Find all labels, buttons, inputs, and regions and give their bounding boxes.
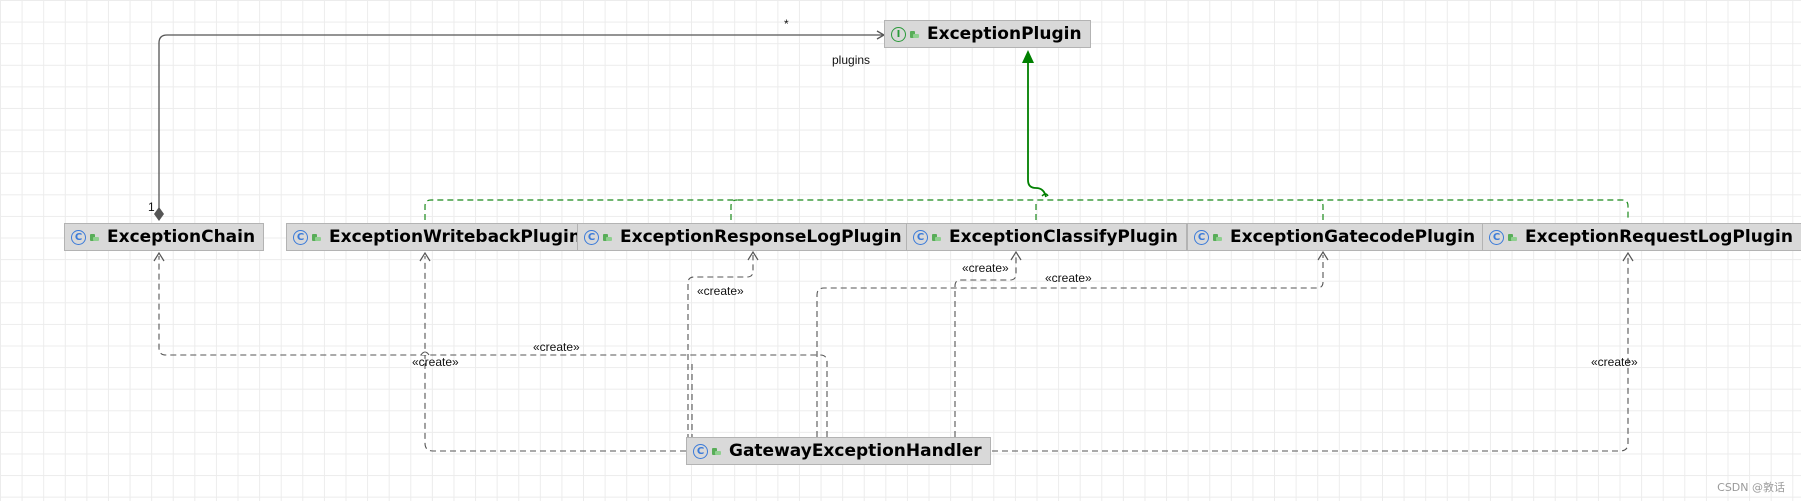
- class-icon: C: [693, 443, 708, 459]
- role-plugins-label: plugins: [832, 53, 871, 67]
- node-label: GatewayExceptionHandler: [729, 441, 982, 461]
- node-exception-writeback-plugin[interactable]: C ExceptionWritebackPlugin: [286, 223, 590, 251]
- class-icon: C: [293, 229, 308, 245]
- implements-dashed-bus[interactable]: [424, 199, 1629, 220]
- create-label-gatecode: «create»: [1045, 271, 1092, 285]
- class-icon: C: [1489, 229, 1504, 245]
- node-exception-request-log-plugin[interactable]: C ExceptionRequestLogPlugin: [1482, 223, 1801, 251]
- node-label: ExceptionChain: [107, 227, 256, 247]
- node-label: ExceptionGatecodePlugin: [1230, 227, 1476, 247]
- visibility-icon: [1213, 233, 1222, 241]
- create-label-chain: «create»: [533, 340, 580, 354]
- create-label-response-log: «create»: [697, 284, 744, 298]
- node-label: ExceptionWritebackPlugin: [329, 227, 581, 247]
- class-icon: C: [584, 229, 599, 245]
- line-hops: [420, 351, 430, 356]
- node-exception-response-log-plugin[interactable]: C ExceptionResponseLogPlugin: [577, 223, 911, 251]
- node-exception-plugin[interactable]: I ExceptionPlugin: [884, 20, 1091, 48]
- node-label: ExceptionClassifyPlugin: [949, 227, 1178, 247]
- implements-arrowhead: [1022, 50, 1034, 63]
- node-exception-chain[interactable]: C ExceptionChain: [64, 223, 265, 251]
- visibility-icon: [932, 233, 941, 241]
- visibility-icon: [603, 233, 612, 241]
- create-dependency-edges[interactable]: [158, 255, 1629, 452]
- class-icon: C: [1194, 229, 1209, 245]
- node-exception-gatecode-plugin[interactable]: C ExceptionGatecodePlugin: [1187, 223, 1485, 251]
- create-label-writeback: «create»: [412, 355, 459, 369]
- node-label: ExceptionPlugin: [927, 24, 1082, 44]
- node-gateway-exception-handler[interactable]: C GatewayExceptionHandler: [686, 437, 991, 465]
- multiplicity-many-label: *: [784, 17, 789, 31]
- node-label: ExceptionResponseLogPlugin: [620, 227, 902, 247]
- interface-icon: I: [891, 26, 906, 42]
- implements-solid-edge[interactable]: [1022, 50, 1049, 198]
- visibility-icon: [1508, 233, 1517, 241]
- multiplicity-one-label: 1: [148, 200, 155, 214]
- composition-edge-chain-to-plugin[interactable]: [154, 30, 886, 221]
- create-arrowheads: [153, 250, 1634, 262]
- watermark: CSDN @敦话: [1717, 481, 1785, 494]
- create-label-classify: «create»: [962, 261, 1009, 275]
- class-icon: C: [913, 229, 928, 245]
- node-exception-classify-plugin[interactable]: C ExceptionClassifyPlugin: [906, 223, 1187, 251]
- class-icon: C: [71, 229, 86, 245]
- visibility-icon: [90, 233, 99, 241]
- visibility-icon: [910, 30, 919, 38]
- create-label-request-log: «create»: [1591, 355, 1638, 369]
- visibility-icon: [312, 233, 321, 241]
- node-label: ExceptionRequestLogPlugin: [1525, 227, 1793, 247]
- composition-diamond: [154, 207, 164, 221]
- visibility-icon: [712, 447, 721, 455]
